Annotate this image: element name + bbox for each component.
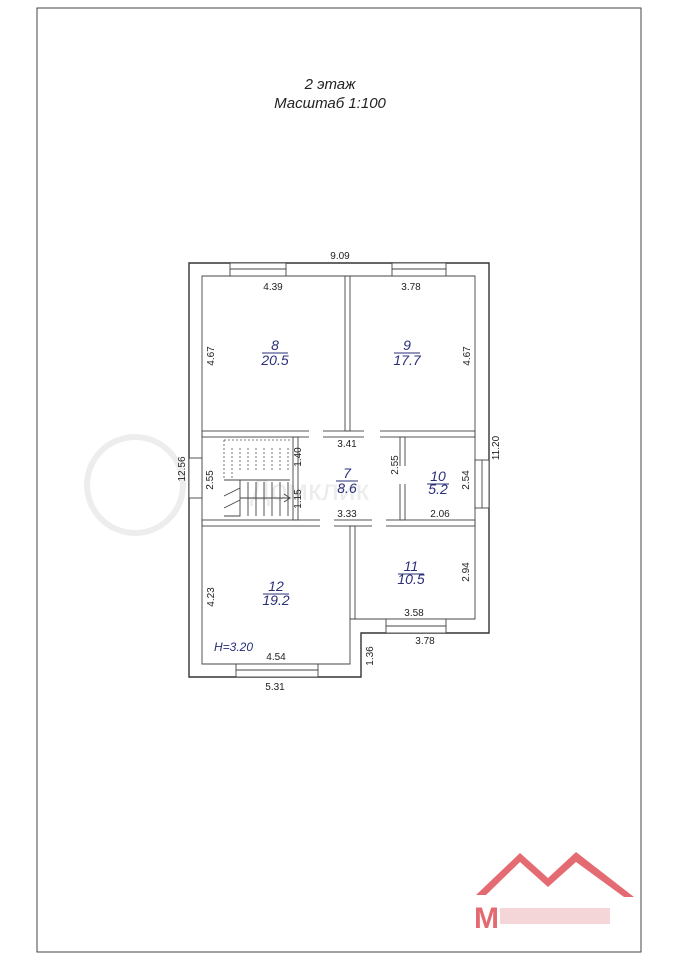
dim-hall-top: 3.41 bbox=[337, 439, 357, 450]
room-area: 17.7 bbox=[393, 352, 421, 368]
dim-room8-depth: 4.67 bbox=[206, 346, 217, 366]
brand-logo-roof-icon bbox=[476, 852, 634, 897]
dim-bottom-left-width: 5.31 bbox=[265, 682, 285, 693]
wall-8-9 bbox=[344, 275, 351, 432]
door-9 bbox=[364, 430, 380, 438]
dim-room10-depth: 2.54 bbox=[461, 470, 472, 490]
room-7: 7 8.6 bbox=[336, 465, 358, 496]
outer-wall bbox=[188, 262, 490, 678]
dim-stair-lower: 1.15 bbox=[293, 489, 304, 509]
brand-logo-bar bbox=[500, 908, 610, 924]
wall-stair-hall bbox=[292, 436, 299, 521]
room-10: 10 5.2 bbox=[427, 468, 449, 497]
brand-logo: М bbox=[474, 852, 634, 935]
room-9: 9 17.7 bbox=[393, 337, 421, 368]
room-number: 8 bbox=[271, 337, 279, 353]
dim-room9-depth: 4.67 bbox=[462, 346, 473, 366]
room-11: 11 10.5 bbox=[397, 558, 424, 587]
dim-room8-width: 4.39 bbox=[263, 282, 283, 293]
door-11 bbox=[372, 519, 386, 527]
watermark-circle bbox=[84, 434, 186, 536]
dim-bottom-right-width: 3.78 bbox=[415, 636, 435, 647]
ceiling-height-label: H=3.20 bbox=[214, 640, 253, 654]
room-number: 9 bbox=[403, 337, 411, 353]
door-8 bbox=[309, 430, 323, 438]
watermark: Домклик bbox=[84, 434, 370, 536]
window-top-left bbox=[229, 262, 287, 277]
floor-label: 2 этаж bbox=[304, 76, 357, 93]
room-12: 12 19.2 bbox=[262, 578, 289, 608]
window-bottom bbox=[235, 663, 319, 678]
dim-stair-upper: 1.40 bbox=[293, 447, 304, 467]
dim-room10-width: 2.06 bbox=[430, 509, 450, 520]
dim-room12-depth: 4.23 bbox=[206, 587, 217, 607]
dim-overall-depth: 11.20 bbox=[491, 435, 502, 460]
dim-left-total: 12.56 bbox=[177, 456, 188, 481]
room-area: 19.2 bbox=[262, 592, 289, 608]
wall-12-11 bbox=[349, 525, 356, 620]
dim-hall-depth: 2.55 bbox=[390, 455, 401, 475]
room-number: 7 bbox=[343, 465, 352, 481]
dim-room11-width: 3.58 bbox=[404, 608, 424, 619]
dim-hall-bottom: 3.33 bbox=[337, 509, 357, 520]
staircase bbox=[223, 439, 291, 517]
dim-room12-width: 4.54 bbox=[266, 652, 286, 663]
dim-room11-depth: 2.94 bbox=[461, 562, 472, 582]
room-area: 10.5 bbox=[397, 571, 424, 587]
room-area: 5.2 bbox=[428, 481, 448, 497]
sheet-border bbox=[36, 7, 642, 953]
dim-overall-width: 9.09 bbox=[330, 251, 350, 262]
door-10 bbox=[399, 466, 406, 484]
window-left bbox=[188, 457, 203, 499]
wall-lower-rooms bbox=[201, 519, 476, 527]
door-12 bbox=[320, 519, 334, 527]
room-number: 11 bbox=[404, 558, 419, 574]
room-area: 8.6 bbox=[337, 480, 357, 496]
room-area: 20.5 bbox=[260, 352, 288, 368]
room-8: 8 20.5 bbox=[260, 337, 288, 368]
watermark-text: Домклик bbox=[250, 474, 370, 507]
room-number: 10 bbox=[430, 468, 446, 484]
window-top-right bbox=[391, 262, 447, 277]
wall-upper-rooms bbox=[201, 430, 476, 438]
dim-stair-depth: 2.55 bbox=[205, 470, 216, 490]
room-number: 12 bbox=[268, 578, 284, 594]
dim-step-depth: 1.36 bbox=[365, 646, 376, 666]
brand-logo-letter: М bbox=[474, 902, 499, 935]
scale-label: Масштаб 1:100 bbox=[274, 95, 386, 112]
dim-room9-width: 3.78 bbox=[401, 282, 421, 293]
